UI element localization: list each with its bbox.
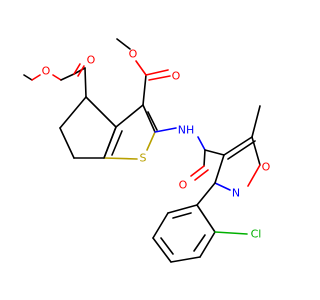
- ester1-oxygen-single-label: O: [42, 65, 51, 78]
- thiophene-ring: [103, 104, 158, 160]
- amide-nitrogen-label: NH: [178, 124, 195, 137]
- ester2-oxygen-double-label: O: [172, 70, 181, 83]
- thiophene-sulfur-label: S: [140, 152, 147, 165]
- isoxazole-nitrogen-label: N: [232, 187, 240, 200]
- isoxazole-ring: [214, 105, 261, 191]
- molecule-structure: O O O O S NH O O N Cl: [23, 38, 271, 263]
- amide-linker: [154, 127, 225, 181]
- chlorophenyl-ring: [152, 182, 248, 263]
- amide-oxygen-label: O: [179, 179, 188, 192]
- right-methyl-ester: [116, 38, 171, 106]
- ester1-oxygen-double-label: O: [87, 54, 96, 67]
- ester2-oxygen-single-label: O: [129, 48, 138, 61]
- atom-labels: O O O O S NH O O N Cl: [42, 48, 271, 241]
- isoxazole-oxygen-label: O: [262, 161, 271, 174]
- chlorine-label: Cl: [251, 228, 262, 241]
- left-methyl-ester: [23, 63, 87, 98]
